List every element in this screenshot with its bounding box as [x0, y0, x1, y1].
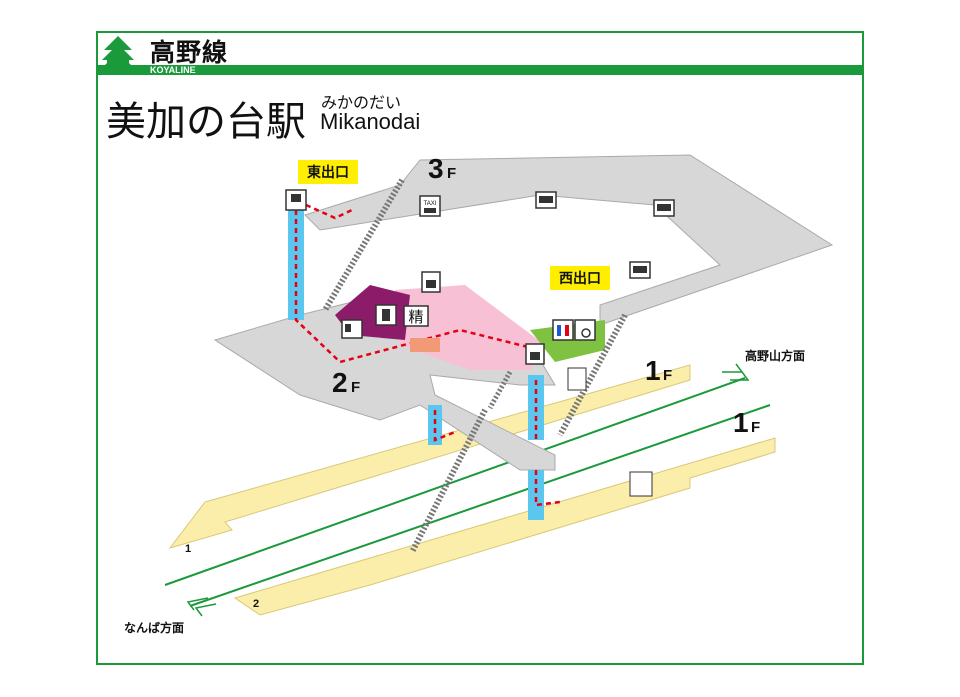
track-line-1: [164, 377, 746, 586]
exit-east-label: 東出口: [307, 164, 349, 180]
floor-1f-a-unit: F: [663, 367, 672, 384]
floor-2f-unit: F: [351, 379, 360, 396]
fare-adjustment-icon: 精: [403, 305, 429, 327]
stairs-inner: [487, 370, 513, 410]
header-bar: [98, 65, 862, 75]
track-number-2: 2: [253, 598, 259, 610]
stairs-platform: [409, 408, 488, 554]
track-line-2: [189, 404, 771, 607]
exit-east: 東出口: [298, 160, 358, 184]
ticket-machine-icon: [421, 271, 441, 293]
bus-icon: [653, 199, 675, 217]
floor-1f-b-number: 1: [733, 407, 749, 438]
station-name-romaji: Mikanodai: [320, 109, 421, 134]
nankai-tree-icon: [100, 36, 136, 72]
track-number-1: 1: [185, 543, 191, 555]
line-name-en: KOYALINE: [150, 65, 196, 75]
taxi-label: TAXI: [424, 201, 437, 207]
stairs-west: [557, 313, 628, 437]
exit-west-bg: [550, 266, 610, 290]
fare-adjustment-label: 精: [408, 309, 423, 326]
ticket-office-icon: [375, 304, 397, 326]
station-map-frame: 高野線 KOYALINE 美加の台駅 みかのだい Mikanodai: [96, 31, 864, 665]
wheelchair-icon: [574, 319, 596, 341]
bus-icon: [535, 191, 557, 209]
floor-1f-a-number: 1: [645, 355, 661, 386]
floor-3f-number: 3: [428, 153, 444, 184]
station-name: 美加の台駅: [106, 100, 306, 144]
elevator-shaft-platform2: [528, 470, 544, 520]
direction-arrow-namba: [186, 597, 217, 617]
ticket-gate-icon: [341, 319, 363, 339]
platform-1: [168, 364, 691, 549]
elevator-shaft-platform1: [428, 405, 442, 445]
accessible-route: [294, 203, 561, 507]
line-name: 高野線: [150, 39, 229, 67]
exit-west-label: 西出口: [559, 270, 601, 286]
floor-2f-number: 2: [332, 367, 348, 398]
direction-koyasan: 高野山方面: [745, 348, 805, 363]
escalator-icon: [410, 338, 653, 497]
toilet-icon: [552, 319, 574, 341]
elevator-icon: [285, 189, 307, 211]
elevator-icon: [525, 343, 545, 365]
station-name-kana: みかのだい: [321, 95, 402, 112]
exit-west: 西出口: [550, 266, 610, 290]
floor-1f-b-unit: F: [751, 419, 760, 436]
stairs-east: [322, 178, 405, 312]
direction-namba: なんば方面: [124, 620, 184, 635]
exit-east-bg: [298, 160, 358, 184]
bus-icon: [629, 261, 651, 279]
floor-3f-unit: F: [447, 165, 456, 182]
direction-arrow-koyasan: [722, 363, 750, 381]
taxi-icon: TAXI: [419, 195, 441, 217]
